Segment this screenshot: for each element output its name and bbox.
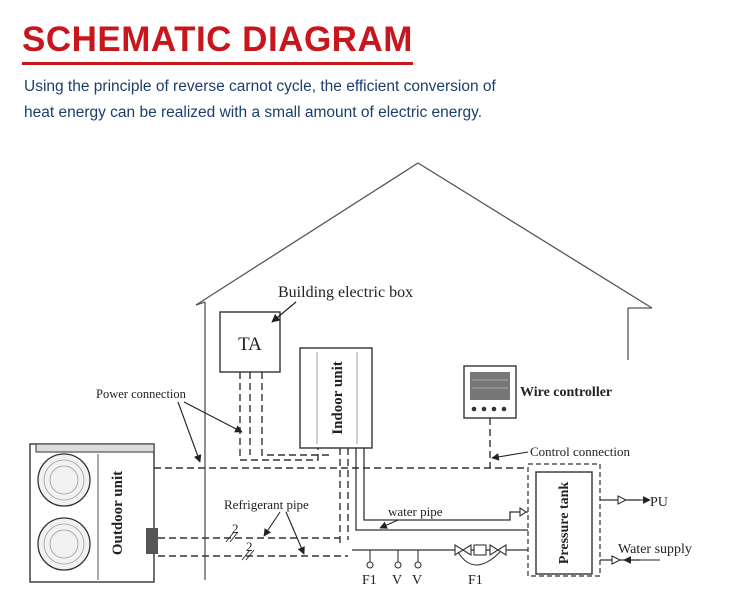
- control-arrow: [491, 451, 529, 461]
- pressure-tank: Pressure tank: [527, 463, 601, 577]
- v-label-2: V: [412, 573, 422, 588]
- v-label-1: V: [392, 573, 402, 588]
- pipe-count-2: 2: [246, 539, 253, 554]
- subtitle-line-2: heat energy can be realized with a small…: [24, 104, 483, 121]
- water-supply-label: Water supply: [618, 542, 692, 557]
- indoor-unit-label: Indoor unit: [330, 361, 346, 435]
- house-outline: [195, 162, 653, 580]
- indoor-unit: Indoor unit: [299, 347, 373, 449]
- valves: [366, 495, 628, 569]
- power-arrow-1: [177, 401, 202, 463]
- refrigerant-arrow-1: [263, 511, 281, 537]
- water-pipe-arrow: [379, 519, 399, 529]
- power-connection-lines: [154, 372, 528, 545]
- outdoor-unit-label: Outdoor unit: [110, 471, 126, 555]
- refrigerant-pipe-label: Refrigerant pipe: [224, 497, 309, 512]
- refrigerant-pipe-lines: [158, 537, 348, 557]
- f1-label-2: F1: [468, 573, 483, 588]
- pu-label: PU: [650, 495, 668, 510]
- refrigerant-arrow-2: [285, 511, 305, 555]
- wire-controller-label: Wire controller: [520, 385, 612, 400]
- page-title: SCHEMATIC DIAGRAM: [22, 18, 413, 65]
- power-connection-label: Power connection: [96, 387, 187, 401]
- building-electric-box-label: Building electric box: [278, 284, 413, 301]
- control-connection-label: Control connection: [530, 444, 631, 459]
- f1-label-1: F1: [362, 573, 377, 588]
- ta-box: TA: [219, 311, 281, 373]
- subtitle-line-1: Using the principle of reverse carnot cy…: [24, 78, 496, 95]
- power-arrow-2: [183, 401, 243, 433]
- water-pipe-label: water pipe: [388, 504, 443, 519]
- outdoor-unit: Outdoor unit: [29, 443, 158, 583]
- building-box-arrow: [271, 301, 297, 323]
- wire-controller: [463, 365, 517, 419]
- ta-label: TA: [238, 334, 262, 355]
- pipe-count-1: 2: [232, 521, 239, 536]
- pressure-tank-label: Pressure tank: [557, 482, 572, 565]
